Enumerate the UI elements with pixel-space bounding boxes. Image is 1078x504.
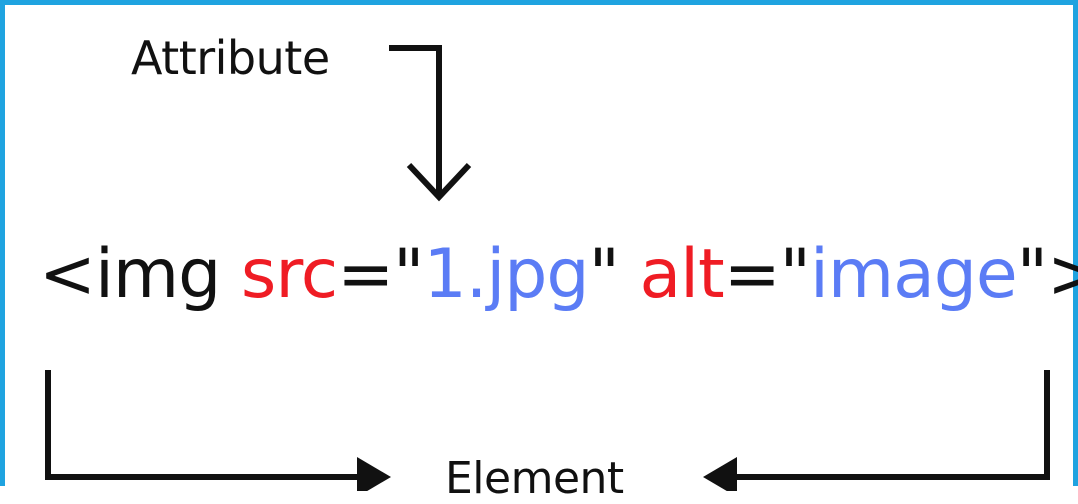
right-element-arrow-line bbox=[717, 370, 1050, 480]
equals-quote-1: =" bbox=[337, 235, 424, 314]
attribute-name-src: src bbox=[240, 235, 338, 314]
attribute-value-src: 1.jpg bbox=[423, 235, 589, 314]
html-code-line: <img src="1.jpg" alt="image"> bbox=[39, 241, 1078, 309]
close-quote-1: " bbox=[588, 235, 620, 314]
attribute-label: Attribute bbox=[131, 31, 330, 85]
tag-close: "> bbox=[1016, 235, 1078, 314]
arrows-layer bbox=[45, 45, 1050, 491]
attribute-arrow-head bbox=[406, 162, 472, 202]
left-element-arrow-head bbox=[357, 457, 391, 491]
attribute-arrow-line bbox=[389, 45, 442, 193]
left-element-arrow-line bbox=[45, 370, 377, 480]
right-element-arrow-head bbox=[703, 457, 737, 491]
attribute-value-alt: image bbox=[809, 235, 1018, 314]
tag-open: <img bbox=[39, 235, 221, 314]
equals-quote-2: =" bbox=[723, 235, 811, 314]
attribute-name-alt: alt bbox=[639, 235, 724, 314]
